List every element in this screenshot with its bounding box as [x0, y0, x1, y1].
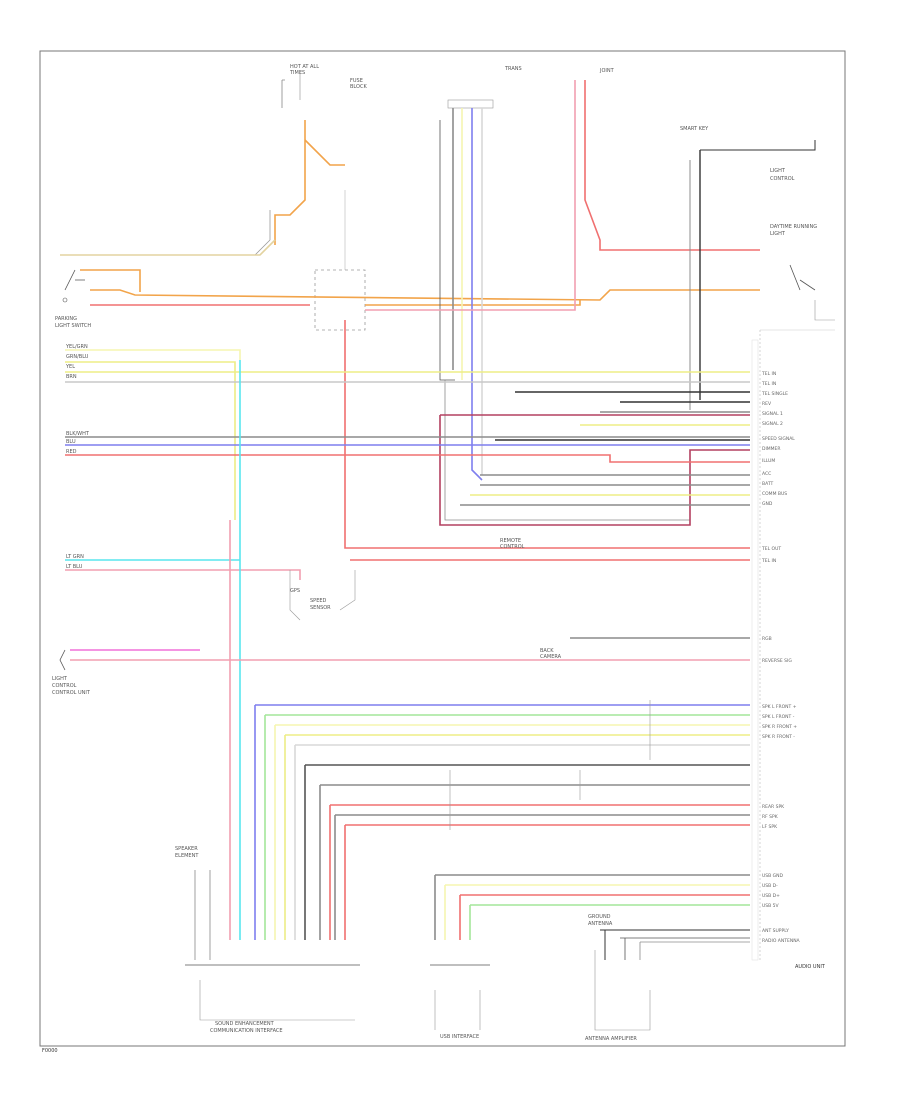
svg-text:DIMMER: DIMMER	[762, 446, 781, 452]
svg-text:LIGHT: LIGHT	[770, 231, 786, 237]
svg-text:LT GRN: LT GRN	[66, 554, 84, 560]
svg-text:HOT AT ALL: HOT AT ALL	[290, 64, 319, 70]
bus-lines-lower	[229, 520, 750, 940]
svg-text:RADIO ANTENNA: RADIO ANTENNA	[762, 938, 801, 944]
svg-text:YEL: YEL	[65, 364, 75, 370]
bottom-connectors	[185, 870, 651, 1031]
svg-text:USB 5V: USB 5V	[762, 903, 780, 909]
svg-text:ACC: ACC	[762, 471, 771, 477]
svg-text:JOINT: JOINT	[599, 68, 615, 74]
svg-text:ELEMENT: ELEMENT	[175, 853, 199, 859]
svg-text:LIGHT: LIGHT	[770, 168, 786, 174]
svg-text:SMART KEY: SMART KEY	[680, 126, 709, 132]
svg-text:FUSE: FUSE	[350, 78, 363, 84]
bus-lines-upper	[65, 349, 750, 526]
svg-text:LIGHT: LIGHT	[52, 676, 68, 682]
svg-text:BLOCK: BLOCK	[350, 84, 367, 90]
svg-text:TEL IN: TEL IN	[761, 558, 776, 564]
svg-text:SOUND ENHANCEMENT: SOUND ENHANCEMENT	[215, 1021, 275, 1027]
svg-text:GROUND: GROUND	[588, 914, 611, 920]
svg-text:ANTENNA: ANTENNA	[588, 921, 613, 927]
svg-text:PARKING: PARKING	[55, 316, 77, 322]
svg-text:COMMUNICATION INTERFACE: COMMUNICATION INTERFACE	[210, 1028, 283, 1034]
svg-text:SPEED: SPEED	[310, 598, 327, 604]
svg-text:USB D+: USB D+	[762, 893, 780, 899]
svg-text:USB D-: USB D-	[762, 883, 778, 889]
corner-code: F0000	[42, 1048, 58, 1054]
svg-text:SPEAKER: SPEAKER	[175, 846, 198, 852]
svg-text:SENSOR: SENSOR	[310, 605, 331, 611]
svg-text:SPK L FRONT +: SPK L FRONT +	[762, 704, 797, 710]
svg-text:GRN/BLU: GRN/BLU	[66, 354, 89, 360]
top-right-feed	[365, 80, 835, 410]
top-middle-connector	[439, 99, 690, 521]
svg-text:GND: GND	[762, 501, 773, 507]
svg-text:TRANS: TRANS	[504, 66, 522, 72]
svg-text:REV: REV	[762, 401, 772, 407]
svg-text:CONTROL: CONTROL	[770, 176, 795, 182]
svg-text:LIGHT SWITCH: LIGHT SWITCH	[55, 323, 91, 329]
svg-text:ANTENNA AMPLIFIER: ANTENNA AMPLIFIER	[585, 1036, 637, 1042]
svg-text:SIGNAL 1: SIGNAL 1	[762, 411, 783, 417]
svg-text:CONTROL: CONTROL	[52, 683, 77, 689]
svg-text:CONTROL UNIT: CONTROL UNIT	[52, 690, 91, 696]
top-power-section	[60, 72, 760, 520]
svg-text:SPEED SIGNAL: SPEED SIGNAL	[762, 436, 795, 442]
svg-text:BRN: BRN	[66, 374, 77, 380]
svg-text:SPK L FRONT -: SPK L FRONT -	[762, 714, 795, 720]
svg-text:BLK/WHT: BLK/WHT	[66, 431, 90, 437]
svg-text:SPK R FRONT +: SPK R FRONT +	[762, 724, 797, 730]
svg-text:DAYTIME RUNNING: DAYTIME RUNNING	[770, 224, 817, 230]
bus-lines-middle	[65, 360, 750, 940]
wire-labels: HOT AT ALL TIMES FUSE BLOCK TRANS JOINT …	[52, 64, 817, 1042]
svg-text:GPS: GPS	[290, 588, 300, 594]
audio-unit-label: AUDIO UNIT	[795, 964, 826, 970]
svg-text:YEL/GRN: YEL/GRN	[65, 344, 88, 350]
svg-text:TEL IN: TEL IN	[761, 371, 776, 377]
svg-text:REMOTE: REMOTE	[500, 538, 521, 544]
svg-text:TEL IN: TEL IN	[761, 381, 776, 387]
svg-text:BATT: BATT	[762, 481, 773, 487]
svg-text:BLU: BLU	[66, 439, 76, 445]
bus-lines-lower-middle	[59, 637, 750, 671]
svg-text:SIGNAL 2: SIGNAL 2	[762, 421, 783, 427]
svg-text:BACK: BACK	[540, 648, 554, 654]
svg-text:ILLUM: ILLUM	[762, 458, 775, 464]
svg-text:TEL OUT: TEL OUT	[761, 546, 781, 552]
svg-text:TEL SINGLE: TEL SINGLE	[761, 391, 788, 397]
svg-text:LF SPK: LF SPK	[762, 824, 778, 830]
svg-text:ANT SUPPLY: ANT SUPPLY	[762, 928, 789, 934]
svg-text:CONTROL: CONTROL	[500, 544, 525, 550]
svg-text:TIMES: TIMES	[289, 70, 305, 76]
svg-text:CAMERA: CAMERA	[540, 654, 562, 660]
svg-text:RED: RED	[66, 449, 77, 455]
svg-text:RF SPK: RF SPK	[762, 814, 779, 820]
bus-lines-usb	[434, 874, 750, 960]
svg-text:LT BLU: LT BLU	[66, 564, 83, 570]
svg-text:REAR SPK: REAR SPK	[762, 804, 785, 810]
svg-text:USB INTERFACE: USB INTERFACE	[440, 1034, 479, 1040]
svg-text:USB GND: USB GND	[762, 873, 784, 879]
svg-text:COMM BUS: COMM BUS	[762, 491, 787, 497]
diagram-frame	[39, 50, 846, 1047]
audio-unit-connector	[751, 329, 835, 961]
svg-text:REVERSE SIG: REVERSE SIG	[762, 658, 792, 664]
svg-text:RGB: RGB	[762, 636, 772, 642]
svg-text:SPK R FRONT -: SPK R FRONT -	[762, 734, 795, 740]
